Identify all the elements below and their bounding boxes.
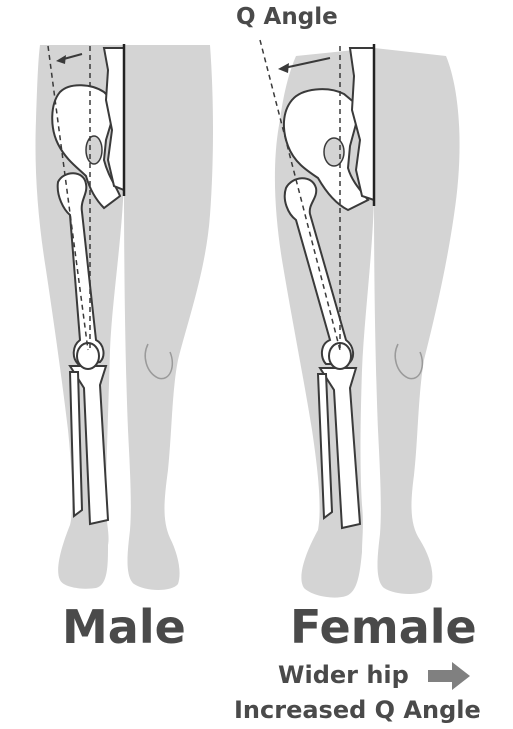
female-obturator: [324, 138, 344, 166]
wider-hip-arrow-icon: [428, 662, 470, 690]
male-figure: [35, 44, 213, 590]
female-label: Female: [290, 600, 477, 654]
female-figure: [260, 40, 460, 598]
q-angle-title: Q Angle: [236, 4, 338, 30]
increased-q-angle-caption: Increased Q Angle: [234, 696, 481, 724]
male-right-leg: [124, 45, 213, 590]
wider-hip-caption: Wider hip: [278, 661, 409, 689]
female-right-leg: [374, 48, 460, 594]
male-patella: [77, 343, 99, 369]
male-obturator: [86, 136, 102, 164]
female-angle-arrowhead: [278, 63, 289, 73]
male-label: Male: [62, 600, 186, 654]
